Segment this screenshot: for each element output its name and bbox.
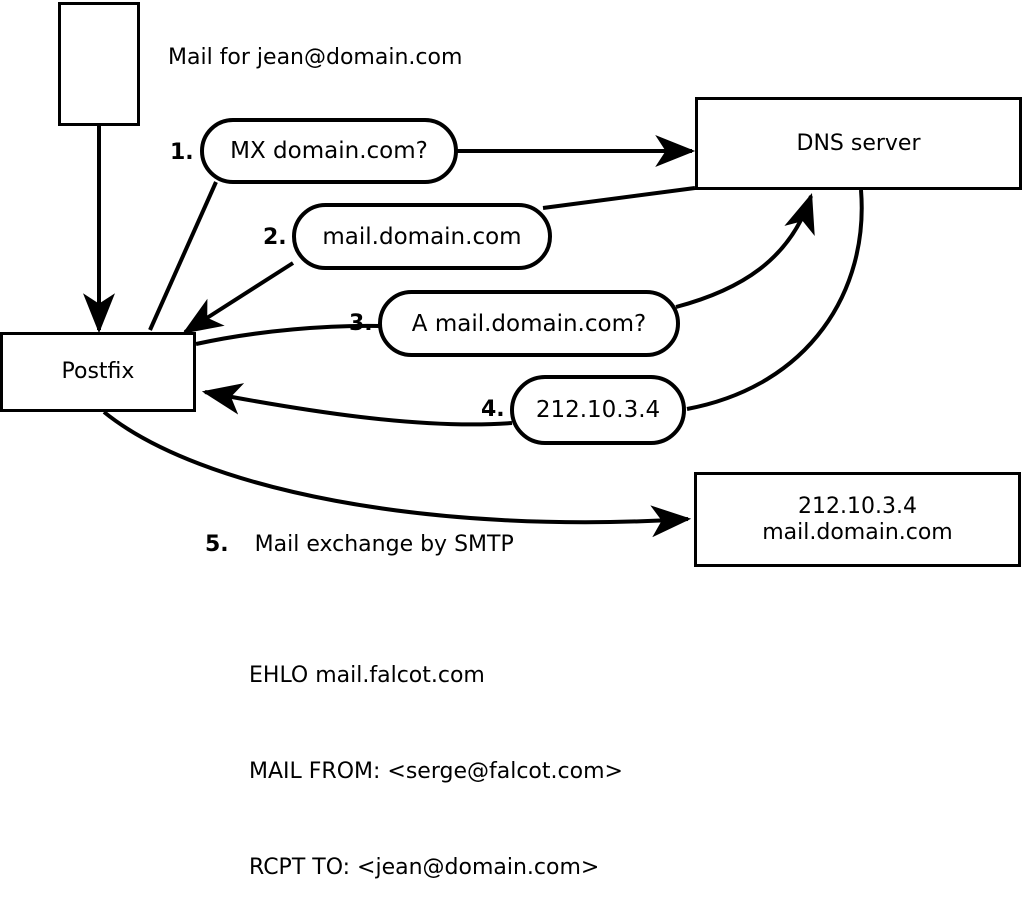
postfix-label: Postfix (61, 359, 135, 385)
step-5-number: 5. (205, 532, 229, 557)
step-3-bubble: A mail.domain.com? (378, 290, 680, 357)
mail-server-hostname: mail.domain.com (762, 519, 953, 545)
sender-box (58, 2, 140, 126)
transcript-line: MAIL FROM: <serge@falcot.com> (249, 759, 623, 784)
step-4-bubble: 212.10.3.4 (510, 375, 686, 445)
step-1-bubble: MX domain.com? (200, 118, 458, 184)
step-2-label: mail.domain.com (322, 223, 522, 250)
connector-postfix-to-step1 (148, 181, 218, 331)
smtp-transcript: EHLO mail.falcot.com MAIL FROM: <serge@f… (249, 596, 623, 919)
dns-server-label: DNS server (796, 130, 921, 156)
connector-postfix-to-mailserver (102, 410, 692, 538)
step-5-row: 5. Mail exchange by SMTP (205, 532, 514, 557)
connector-step4-to-postfix (201, 383, 513, 427)
step-3-label: A mail.domain.com? (411, 310, 647, 337)
step-2-number: 2. (263, 225, 287, 250)
step-4-number: 4. (481, 397, 505, 422)
transcript-line: RCPT TO: <jean@domain.com> (249, 855, 600, 880)
step-5-label: Mail exchange by SMTP (254, 532, 514, 557)
step-1-number: 1. (170, 140, 194, 165)
step-2-bubble: mail.domain.com (292, 203, 552, 270)
connector-postfix-to-step3 (195, 323, 382, 346)
connector-step2-to-postfix (182, 261, 295, 334)
step-1-label: MX domain.com? (230, 138, 428, 164)
connector-step3-to-dns (675, 192, 815, 309)
step-4-label: 212.10.3.4 (535, 397, 661, 423)
mail-server-box: 212.10.3.4 mail.domain.com (694, 472, 1021, 567)
dns-server-box: DNS server (695, 97, 1022, 190)
transcript-line: EHLO mail.falcot.com (249, 663, 485, 688)
page-title: Mail for jean@domain.com (168, 45, 463, 70)
postfix-box: Postfix (0, 332, 196, 412)
connector-dns-to-step2 (542, 186, 696, 210)
connector-dns-to-step4 (686, 189, 864, 411)
step-3-number: 3. (349, 311, 373, 336)
mail-server-ip: 212.10.3.4 (798, 493, 917, 519)
